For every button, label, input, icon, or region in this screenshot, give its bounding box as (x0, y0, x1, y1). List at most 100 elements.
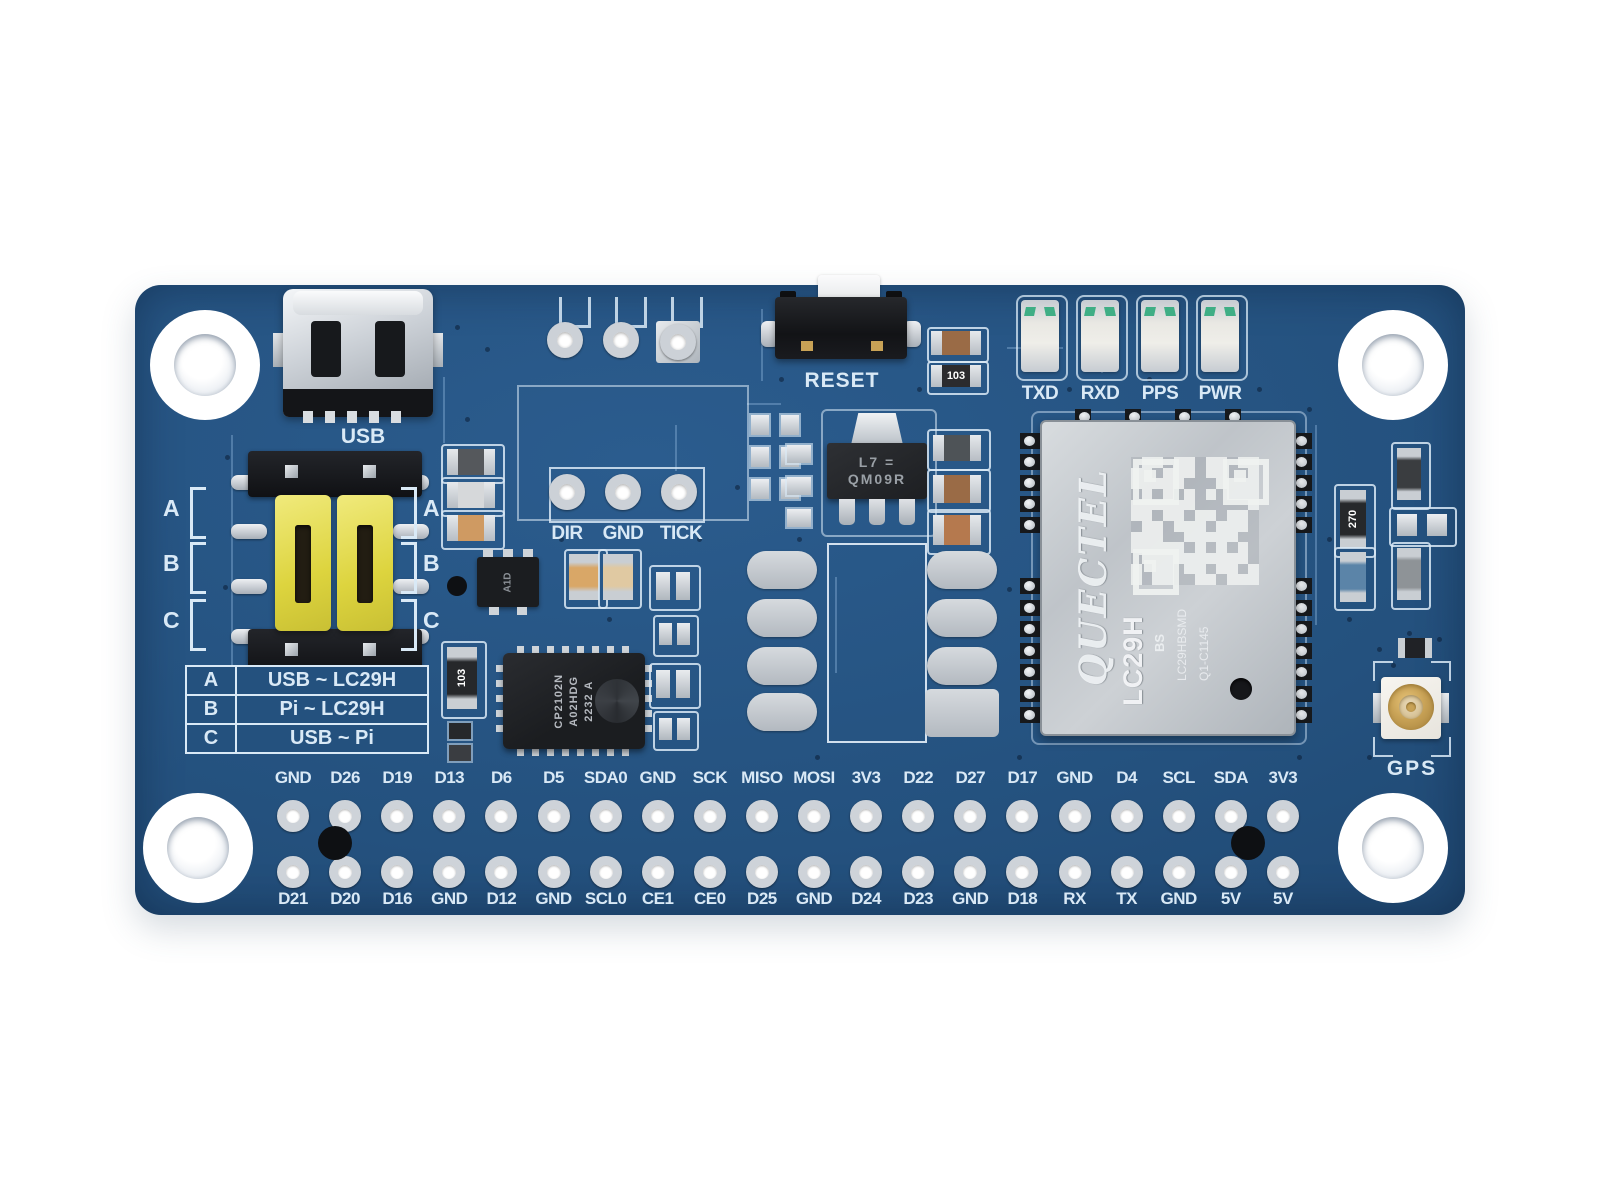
chip-pins (643, 665, 652, 737)
resistor-marking: 270 (1346, 509, 1359, 529)
via-dot (607, 617, 612, 622)
header-hole (603, 322, 639, 358)
qr-cell (1152, 531, 1163, 543)
jumper-mode-table: A USB ~ LC29H B Pi ~ LC29H C USB ~ Pi (185, 665, 429, 754)
ferrite-outline (1334, 547, 1376, 611)
qr-cell (1195, 500, 1206, 511)
pad (781, 415, 799, 435)
gpio-hole (433, 856, 466, 888)
gpio-hole (954, 800, 987, 832)
mounting-hole-top-right (1338, 310, 1448, 420)
via-dot (559, 537, 564, 542)
module-footprint-outline (827, 543, 927, 743)
gpio-label-bottom: D16 (382, 889, 413, 908)
qr-cell (1237, 489, 1249, 500)
pad (787, 477, 811, 495)
micro-usb-connector (273, 289, 443, 423)
jumper-letter-left: B (163, 550, 180, 576)
chip-leg (483, 549, 493, 557)
gpio-label-bottom: D25 (747, 889, 777, 908)
gpio-label-bottom: SCL0 (584, 889, 627, 908)
pad (751, 415, 769, 435)
qr-cell (1173, 521, 1185, 532)
module-pad-top (1175, 409, 1191, 423)
capacitor (603, 554, 633, 600)
module-pad-right (1292, 685, 1312, 702)
gpio-hole (329, 856, 362, 888)
gpio-label-top: MISO (741, 768, 783, 787)
resistor-103: 103 (447, 647, 477, 709)
led (1081, 300, 1119, 372)
qr-cell (1163, 553, 1174, 564)
qr-cell (1237, 521, 1249, 532)
qr-cell (1216, 521, 1227, 532)
qr-cell (1184, 531, 1195, 543)
qr-cell (1163, 467, 1174, 479)
chip-leg (489, 607, 499, 615)
via-dot (1067, 387, 1072, 392)
jumper-bracket-left (190, 599, 206, 651)
qr-cell (1237, 510, 1249, 521)
qr-cell (1131, 510, 1142, 521)
module-pad-left (1020, 664, 1040, 680)
jumper-pin (231, 579, 267, 594)
module-pad-right (1292, 599, 1312, 616)
module-pad-right (1292, 642, 1312, 659)
qr-cell (1173, 510, 1185, 521)
qr-cell (1205, 510, 1217, 521)
spacer-dot (1231, 826, 1265, 860)
qr-cell (1227, 553, 1238, 564)
jumper-cap (337, 495, 393, 631)
qr-cell (1195, 521, 1206, 532)
table-value: Pi ~ LC29H (237, 696, 427, 723)
qr-cell (1195, 478, 1206, 489)
gpio-hole (1214, 856, 1247, 888)
qr-cell (1227, 510, 1238, 521)
qr-cell (1141, 531, 1153, 543)
qr-cell (1216, 553, 1227, 564)
qr-cell (1195, 510, 1206, 521)
regulator-outline (821, 409, 937, 537)
pin-top (285, 465, 298, 478)
gpio-hole (1058, 800, 1091, 832)
jumper-letter-left: C (163, 607, 180, 633)
table-value: USB ~ LC29H (237, 667, 427, 694)
qr-cell (1131, 521, 1142, 532)
qr-cell (1216, 563, 1227, 575)
gpio-hole (589, 856, 622, 888)
qr-cell (1248, 563, 1259, 575)
qr-cell (1205, 467, 1217, 479)
usb-side-lug (431, 333, 443, 367)
pad (1397, 514, 1417, 536)
gpio-hole (329, 800, 362, 832)
gpio-hole (433, 800, 466, 832)
qr-cell (1152, 510, 1163, 521)
gpio-hole (1266, 800, 1299, 832)
qr-cell (1184, 478, 1195, 489)
mounting-hole-bottom-left (143, 793, 253, 903)
qr-cell (1216, 542, 1227, 553)
gpio-label-bottom: CE1 (641, 889, 674, 908)
qr-cell (1205, 553, 1217, 564)
gpio-label-top: MOSI (793, 768, 835, 787)
qr-cell (1206, 500, 1217, 511)
qr-cell (1206, 478, 1217, 489)
chip-leg (503, 549, 513, 557)
gpio-hole (381, 800, 414, 832)
module-pad-left (1020, 578, 1040, 594)
qr-cell (1205, 489, 1217, 500)
gpio-label-bottom: TX (1116, 889, 1137, 908)
pad (676, 572, 690, 600)
module-pad-right (1292, 621, 1312, 637)
via-dot (1307, 407, 1312, 412)
smd-part (449, 745, 471, 761)
qr-cell (1237, 574, 1249, 585)
qr-cell (1173, 542, 1185, 553)
resistor-outline (927, 469, 991, 513)
gpio-label-top: D26 (330, 768, 360, 787)
gpio-hole (850, 856, 883, 888)
resistor-270: 270 (1340, 490, 1366, 548)
qr-cell (1184, 542, 1195, 553)
capacitor-outline (598, 549, 642, 609)
gpio-label-top: GND (639, 768, 677, 787)
